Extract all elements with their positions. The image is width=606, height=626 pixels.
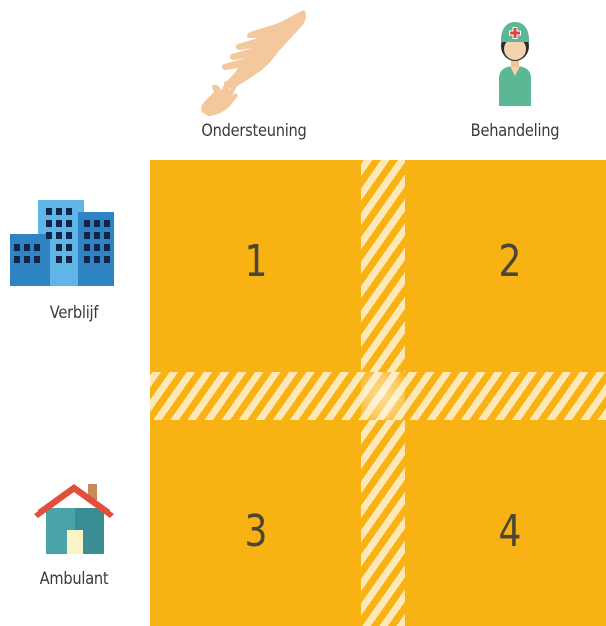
divider-intersection [361,372,405,420]
quadrant-3-number: 3 [244,506,268,557]
column-header-support: Ondersteuning [201,121,307,141]
house-icon [34,484,114,554]
quadrant-1-number: 1 [244,236,268,287]
quadrant-4-number: 4 [498,506,522,557]
row-header-stay: Verblijf [49,303,99,323]
column-header-treatment: Behandeling [470,121,560,141]
office-building-icon [10,200,114,286]
row-header-outpatient: Ambulant [39,569,109,589]
quadrant-2-number: 2 [498,236,522,287]
quadrant-matrix: 1 2 3 4 [150,160,606,626]
helping-hand-icon [201,10,307,116]
nurse-icon [499,22,531,106]
